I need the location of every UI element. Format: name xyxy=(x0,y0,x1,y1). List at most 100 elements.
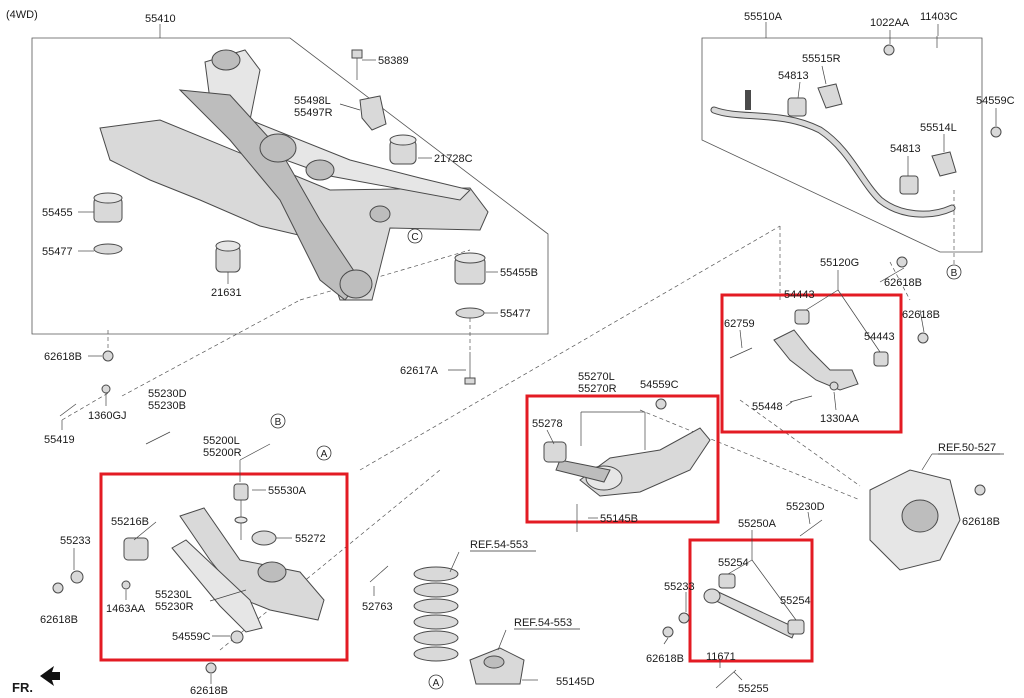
label-55230D-left: 55230D xyxy=(148,388,187,400)
dash-line-7 xyxy=(299,249,471,301)
control-arm-55120G xyxy=(773,329,859,391)
bolt-55448 xyxy=(789,395,813,403)
washer-1360GJ xyxy=(101,384,111,394)
label-62618B-bottom: 62618B xyxy=(190,685,228,697)
spring-seat-55272 xyxy=(251,530,277,546)
label-1022AA: 1022AA xyxy=(870,17,910,29)
callout-c-subframe: C xyxy=(411,232,418,243)
rear-subframe xyxy=(99,49,489,301)
bracket-55514L xyxy=(931,151,957,177)
label-55410: 55410 xyxy=(145,13,176,25)
nut-62618B-knuckle xyxy=(974,484,986,496)
callout-b-lowerarm: B xyxy=(275,417,282,428)
label-54559C-stab: 54559C xyxy=(976,95,1015,107)
label-1360GJ: 1360GJ xyxy=(88,410,127,422)
bolt-52763 xyxy=(369,565,389,583)
label-52763: 52763 xyxy=(362,601,393,613)
label-54559C-lower: 54559C xyxy=(172,631,211,643)
label-55250A: 55250A xyxy=(738,518,777,530)
dash-line-4 xyxy=(639,409,861,501)
bushing-54443-right xyxy=(873,351,889,367)
coil-spring xyxy=(413,566,459,662)
nut-55233-left xyxy=(70,570,84,584)
label-54559C-upper: 54559C xyxy=(640,379,679,391)
bushing-55455 xyxy=(93,192,123,223)
label-55230L: 55230L xyxy=(155,589,192,601)
shock-absorber-mount xyxy=(469,647,525,685)
label-55278: 55278 xyxy=(532,418,563,430)
leader-lines xyxy=(61,22,1000,684)
bushing-54443-left xyxy=(794,309,810,325)
upper-arm-55270 xyxy=(555,427,711,497)
bracket-55498L xyxy=(359,95,387,131)
bolt-55255 xyxy=(715,669,737,689)
label-62618B-knuckle: 62618B xyxy=(962,516,1000,528)
label-62618B-subframe: 62618B xyxy=(44,351,82,363)
nut-1022AA xyxy=(883,44,895,56)
label-55477-right: 55477 xyxy=(500,308,531,320)
bolt-62759 xyxy=(729,347,753,359)
label-55272: 55272 xyxy=(295,533,326,545)
lower-arm-55200 xyxy=(171,507,325,633)
bushing-55254-lower xyxy=(787,619,805,635)
label-ref-54-553-mount: REF.54-553 xyxy=(514,617,572,629)
label-62618B-right-bottom: 62618B xyxy=(646,653,684,665)
bolt-58389 xyxy=(351,49,363,80)
dash-line-8 xyxy=(739,399,861,487)
highlight-lateral-link xyxy=(688,538,814,663)
label-55448: 55448 xyxy=(752,401,783,413)
nut-54559C-stab xyxy=(990,126,1002,138)
label-55200R: 55200R xyxy=(203,447,242,459)
label-55497R: 55497R xyxy=(294,107,333,119)
nut-62618B-subframe xyxy=(102,350,114,362)
label-55514L: 55514L xyxy=(920,122,957,134)
bushing-54813-upper xyxy=(787,97,807,117)
front-direction-arrow xyxy=(40,666,60,686)
label-55270R: 55270R xyxy=(578,383,617,395)
label-62759: 62759 xyxy=(724,318,755,330)
dash-line-3 xyxy=(359,225,781,471)
washer-55477-right xyxy=(455,307,485,319)
label-21728C: 21728C xyxy=(434,153,473,165)
label-55510A: 55510A xyxy=(744,11,783,23)
knuckle-assembly xyxy=(869,469,961,571)
stabilizer-group-frame xyxy=(701,37,983,253)
label-55145D: 55145D xyxy=(556,676,595,688)
label-55230R: 55230R xyxy=(155,601,194,613)
callout-a-spring: A xyxy=(433,678,440,689)
bolt-1463AA xyxy=(121,580,131,590)
label-55120G: 55120G xyxy=(820,257,859,269)
label-55254-lower: 55254 xyxy=(780,595,811,607)
label-62618B-left: 62618B xyxy=(40,614,78,626)
bolt-62617A xyxy=(464,352,476,385)
bolt-55230D-right xyxy=(799,519,823,537)
highlight-control-arm xyxy=(720,293,903,434)
bushing-55254-upper xyxy=(718,573,736,589)
nut-62618B-bottom xyxy=(205,662,217,674)
bolt-55230D-left xyxy=(145,431,171,445)
washer-55477-left xyxy=(93,243,123,255)
label-55515R: 55515R xyxy=(802,53,841,65)
bushing-21728C xyxy=(389,134,417,165)
label-55254-upper: 55254 xyxy=(718,557,749,569)
label-55419: 55419 xyxy=(44,434,75,446)
callout-circles xyxy=(270,228,962,690)
label-55498L: 55498L xyxy=(294,95,331,107)
nut-54559C-lower xyxy=(230,630,244,644)
stabilizer-bar-55510A xyxy=(710,90,956,218)
nut-62618B-arm-right xyxy=(917,332,929,344)
nut-1330AA xyxy=(829,381,839,391)
nut-55233-right xyxy=(678,612,690,624)
label-62618B-arm-right: 62618B xyxy=(902,309,940,321)
label-54443-right: 54443 xyxy=(864,331,895,343)
label-55455B: 55455B xyxy=(500,267,538,279)
label-55233-right: 55233 xyxy=(664,581,695,593)
bracket-55515R xyxy=(817,83,843,109)
bushing-55278 xyxy=(543,441,567,463)
subframe-group-frame xyxy=(31,37,549,335)
bushing-21631 xyxy=(215,240,241,273)
label-55216B: 55216B xyxy=(111,516,149,528)
label-55230D-right: 55230D xyxy=(786,501,825,513)
label-55230B: 55230B xyxy=(148,400,186,412)
